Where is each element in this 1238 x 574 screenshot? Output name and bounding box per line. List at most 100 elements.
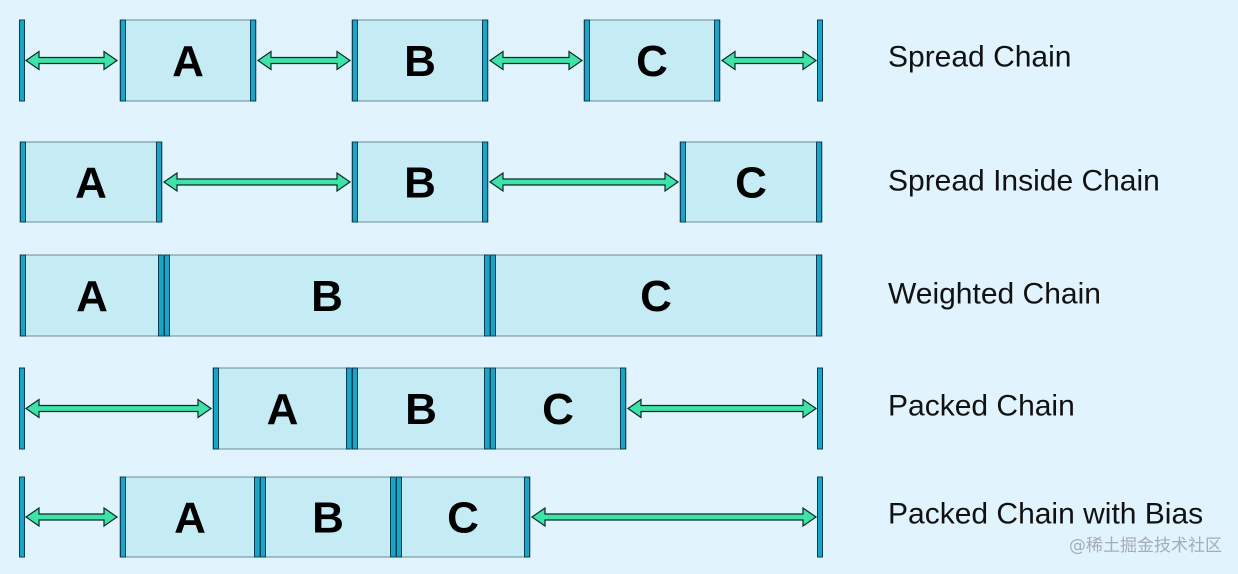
box-letter: A [174,494,206,543]
parent-left-wall [19,19,25,102]
box-body [395,476,531,558]
chain-box-c: C [395,476,531,558]
spacing-arrow-1 [24,506,119,528]
chain-row-2: A B C [19,141,823,223]
chain-box-b: B [163,254,491,337]
chain-row-3: A B C [19,254,823,337]
box-left-edge [20,254,26,337]
box-left-edge [260,476,266,558]
chain-row-5: A B C [19,476,823,558]
box-letter: C [735,159,767,208]
spacing-arrow-2 [256,50,352,71]
box-right-edge [484,367,490,450]
box-right-edge [816,141,822,223]
spacing-arrow-2 [530,506,818,528]
box-left-edge [490,254,496,337]
chain-box-c: C [489,254,823,337]
box-right-edge [254,476,260,558]
box-body [351,19,489,102]
chain-box-c: C [679,141,823,223]
box-left-edge [396,476,402,558]
spacing-arrow-2 [488,171,680,193]
box-letter: B [312,494,344,543]
box-right-edge [482,19,488,102]
parent-right-wall [817,19,823,102]
box-left-edge [680,141,686,223]
box-right-edge [158,254,164,337]
watermark-text: @稀土掘金技术社区 [1069,536,1222,556]
box-letter: A [172,37,204,86]
spacing-arrow-1 [162,171,352,193]
box-body [19,141,163,223]
box-letter: B [405,385,437,434]
parent-left-wall [19,476,25,558]
parent-left-wall [19,367,25,450]
box-right-edge [250,19,256,102]
box-letter: C [636,37,668,86]
box-left-edge [20,141,26,223]
box-letter: C [640,272,672,321]
box-right-edge [390,476,396,558]
row-label-packed-chain-with-bias: Packed Chain with Bias [888,498,1203,531]
box-left-edge [164,254,170,337]
chain-box-b: B [259,476,397,558]
box-left-edge [120,19,126,102]
chain-box-c: C [583,19,721,102]
chain-box-a: A [19,141,163,223]
parent-right-wall [817,476,823,558]
box-body [163,254,491,337]
box-left-edge [352,367,358,450]
box-letter: A [76,272,108,321]
box-right-edge [714,19,720,102]
row-label-spread-chain: Spread Chain [888,41,1071,74]
chain-box-a: A [119,19,257,102]
parent-right-wall [817,367,823,450]
box-body [351,141,489,223]
box-right-edge [484,254,490,337]
box-left-edge [352,19,358,102]
box-letter: A [267,385,299,434]
spacing-arrow-4 [720,50,818,71]
box-body [259,476,397,558]
row-label-weighted-chain: Weighted Chain [888,278,1101,311]
box-left-edge [120,476,126,558]
box-right-edge [346,367,352,450]
box-left-edge [584,19,590,102]
box-right-edge [816,254,822,337]
spacing-arrow-1 [24,398,213,419]
chain-box-b: B [351,19,489,102]
chain-row-1: A B C [19,19,823,102]
spacing-arrow-3 [488,50,584,71]
box-letter: B [404,37,436,86]
box-right-edge [524,476,530,558]
box-body [212,367,353,450]
box-left-edge [352,141,358,223]
chain-box-a: A [212,367,353,450]
box-letter: C [447,494,479,543]
box-right-edge [482,141,488,223]
box-body [19,254,165,337]
box-right-edge [156,141,162,223]
box-letter: B [311,272,343,321]
rows-layer: A B C A B C A B C A B C A B C [19,19,823,558]
chain-box-a: A [19,254,165,337]
spacing-arrow-2 [626,398,818,419]
chain-box-c: C [489,367,627,450]
row-label-spread-inside-chain: Spread Inside Chain [888,165,1160,198]
row-label-packed-chain: Packed Chain [888,390,1075,423]
chain-box-b: B [351,367,491,450]
box-body [583,19,721,102]
box-right-edge [620,367,626,450]
box-left-edge [213,367,219,450]
chain-box-b: B [351,141,489,223]
box-body [489,367,627,450]
box-body [119,476,261,558]
box-left-edge [490,367,496,450]
spacing-arrow-1 [24,50,119,71]
box-letter: A [75,159,107,208]
box-letter: C [542,385,574,434]
box-letter: B [404,159,436,208]
chain-row-4: A B C [19,367,823,450]
box-body [119,19,257,102]
